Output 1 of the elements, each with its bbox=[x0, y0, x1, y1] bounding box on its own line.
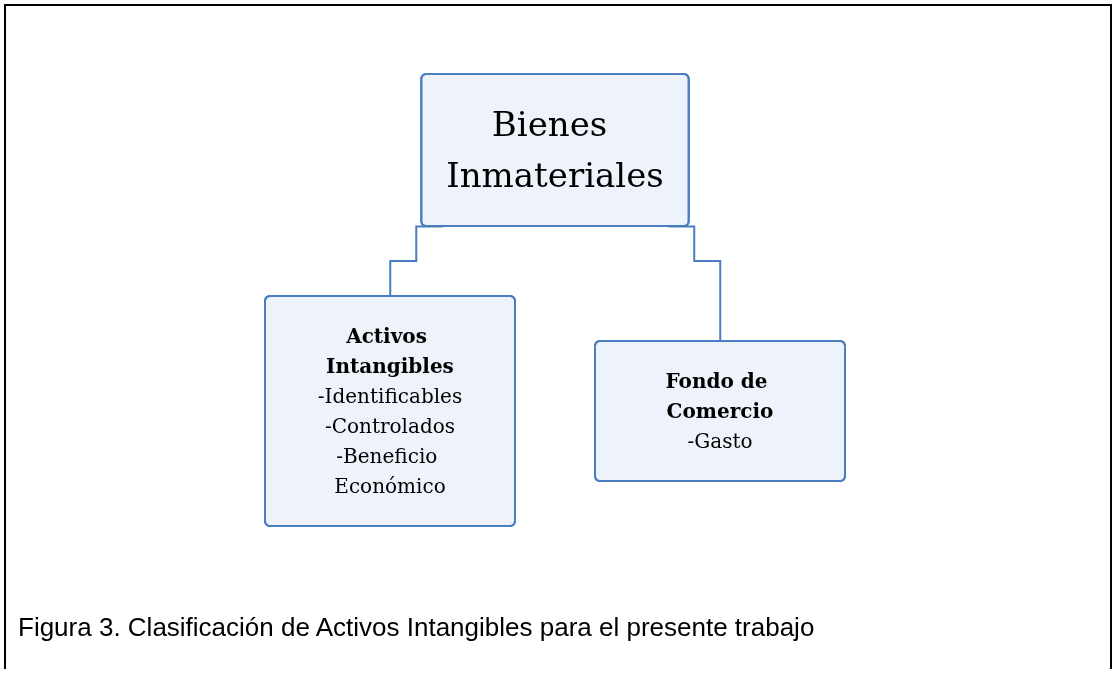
figure-caption: Figura 3. Clasificación de Activos Intangibles para el presente trabajo bbox=[18, 612, 815, 643]
